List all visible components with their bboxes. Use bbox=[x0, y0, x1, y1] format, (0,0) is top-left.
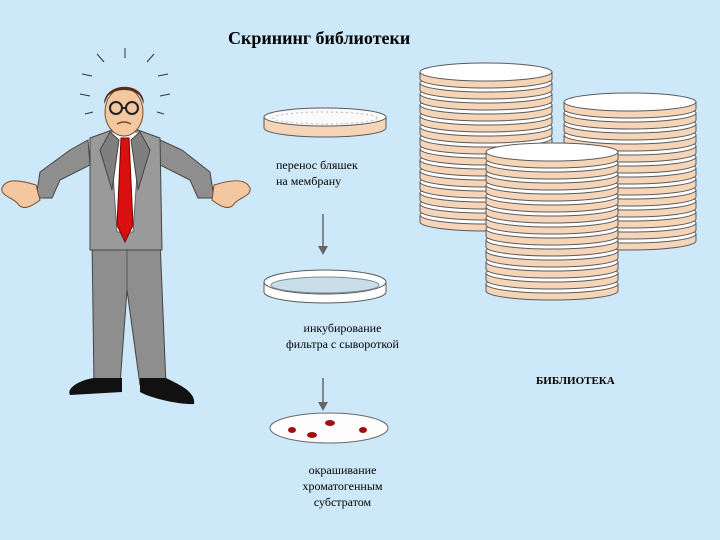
stack-plate bbox=[564, 93, 696, 111]
left-arm bbox=[36, 140, 90, 198]
arrow-down-1 bbox=[318, 214, 328, 255]
library-plate-stacks bbox=[420, 63, 696, 300]
plate-stack-3 bbox=[486, 143, 618, 300]
left-hand bbox=[2, 181, 40, 208]
stack-plate bbox=[420, 63, 552, 81]
arrow-down-2 bbox=[318, 378, 328, 411]
trousers bbox=[92, 240, 166, 385]
stained-membrane bbox=[270, 413, 388, 443]
right-arm bbox=[160, 140, 214, 198]
confused-man-figure bbox=[2, 48, 250, 404]
dish-with-membrane bbox=[264, 270, 386, 303]
petri-dish-plaques bbox=[264, 108, 386, 137]
stack-plate bbox=[486, 143, 618, 161]
right-shoe bbox=[140, 378, 194, 404]
right-hand bbox=[212, 181, 250, 208]
left-shoe bbox=[69, 378, 122, 395]
